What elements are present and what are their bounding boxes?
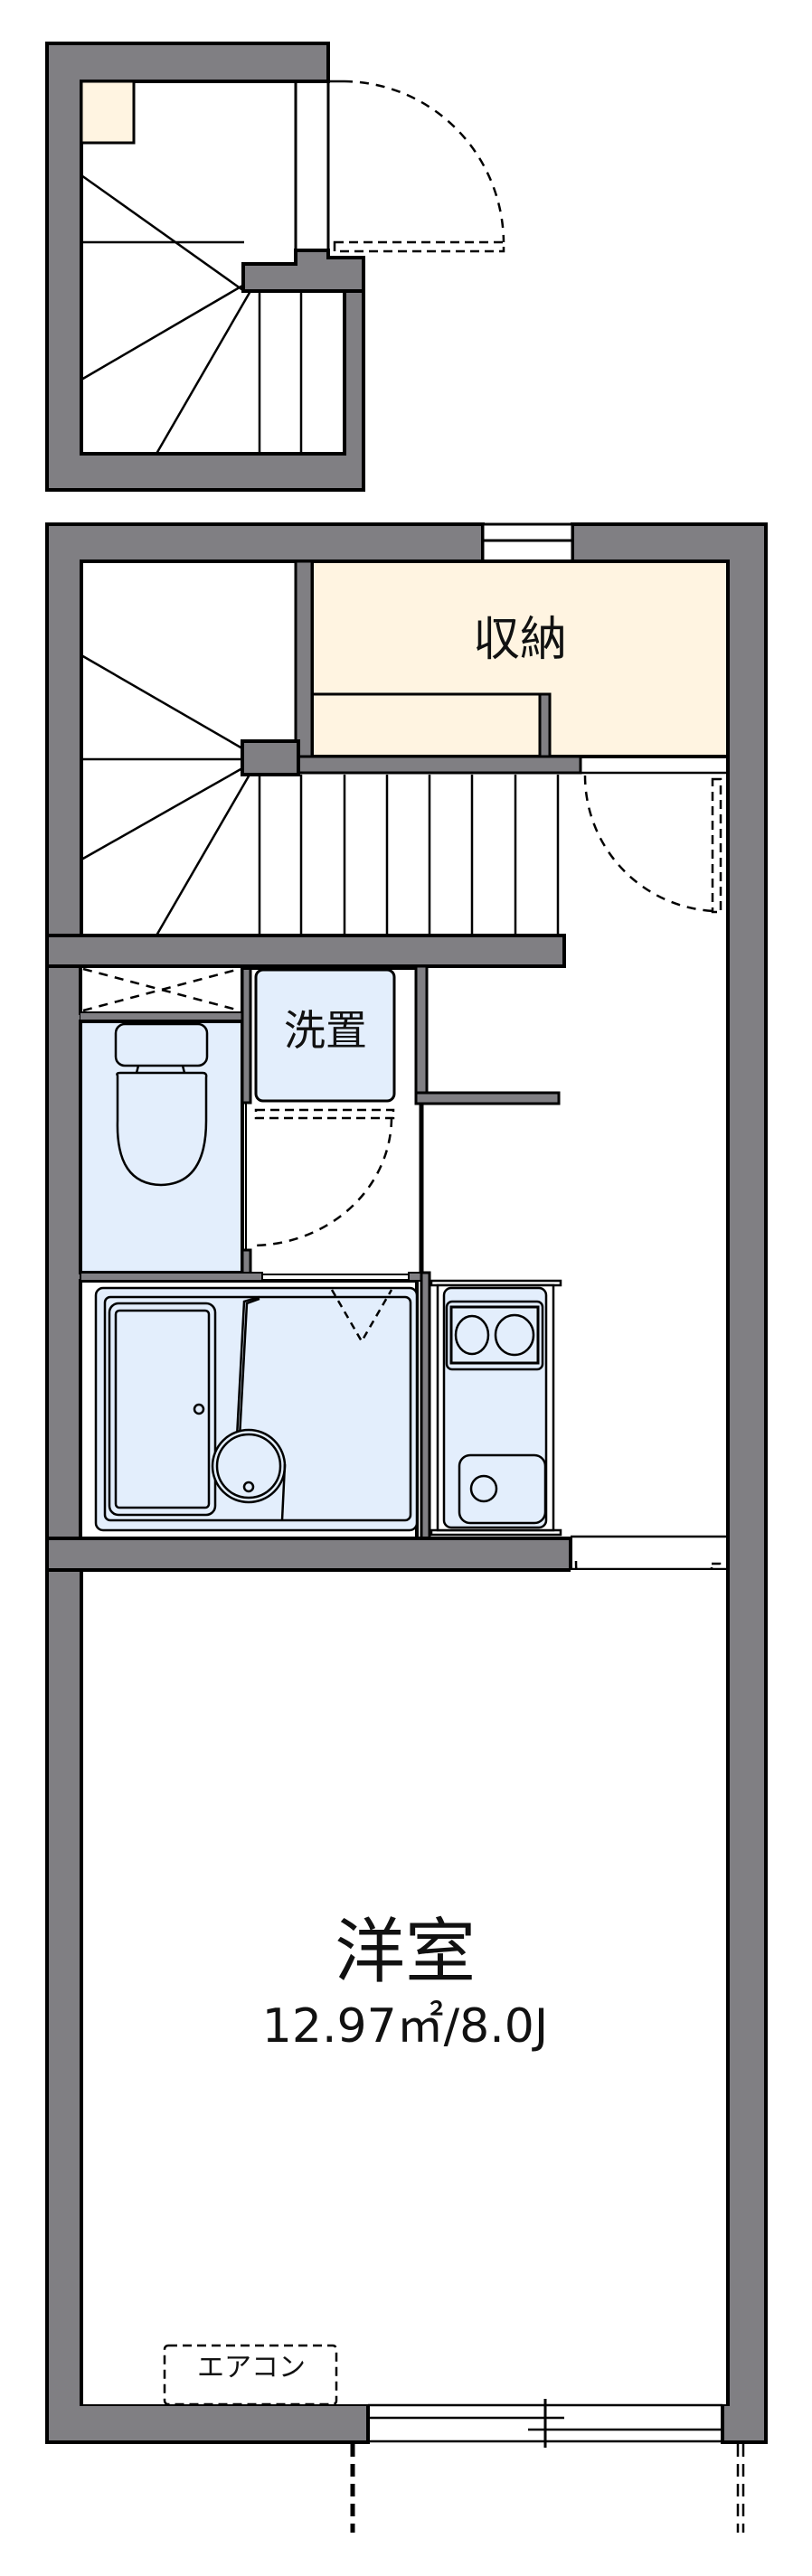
stair-bottom-wall [45,934,566,968]
upper-block-walls [45,42,365,492]
washer-label: 洗置 [284,1006,367,1055]
storage-room [310,559,730,758]
stairs-upper-icon [80,174,303,455]
air-conditioner-label: エアコン [197,2352,306,2383]
western-room-label: 洋室 [334,1912,476,1993]
washer-space [254,968,396,1103]
ceiling-storage-icon [79,964,244,1015]
main-unit [45,522,768,2533]
bottom-window-icon [368,2399,722,2448]
storage-door-swing-icon [581,771,728,914]
unit-bath-icon [94,1286,419,1532]
top-window-icon [481,522,574,563]
western-room-area: 12.97㎡/8.0J [261,1999,549,2054]
middle-wall [45,1537,572,1572]
storage-label: 収納 [472,613,567,667]
balcony-outline-icon [350,2444,745,2533]
entry-door-swing-icon [328,80,505,253]
upper-shoe-box [80,80,136,145]
upper-stair-core [241,249,365,293]
stairs-lower-icon [80,653,560,936]
toilet-icon [114,1022,209,1187]
air-conditioner-icon [163,2344,338,2406]
toilet-door-swing-icon [250,1108,395,1247]
upper-block [45,42,505,492]
kitchen-icon [430,1279,562,1537]
